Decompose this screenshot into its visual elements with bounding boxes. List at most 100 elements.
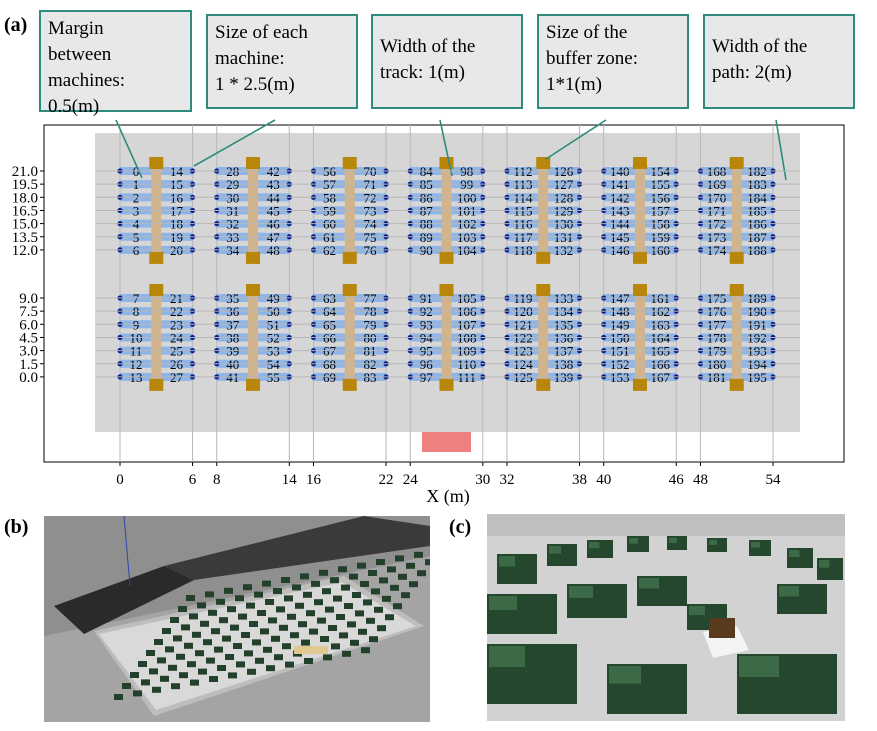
machine-3d: [320, 636, 329, 642]
machine-3d: [393, 603, 402, 610]
machine-3d: [228, 672, 237, 679]
callout-leader-line: [193, 119, 276, 167]
panel-label-a: (a): [4, 14, 28, 36]
callout-text: 1*1(m): [546, 74, 602, 95]
machine-3d: [138, 661, 147, 667]
machine-3d: [208, 609, 217, 616]
machine-3d: [255, 657, 264, 664]
machine-3d: [325, 606, 334, 613]
y-tick-label: 0.0: [19, 370, 38, 386]
buffer-zone: [439, 378, 454, 391]
buffer-zone: [149, 157, 164, 169]
callout-text: Size of each: [215, 22, 308, 43]
buffer-zone: [536, 157, 551, 169]
machine-3d: [198, 668, 207, 675]
callout-track-width: Width of the track: 1(m): [371, 14, 523, 109]
machine-id-label: 32: [226, 217, 239, 232]
machine-3d: [306, 610, 315, 617]
callout-text: track: 1(m): [380, 62, 465, 83]
machine-3d: [319, 569, 328, 576]
machine-3d: [219, 617, 228, 624]
buffer-zone: [632, 251, 647, 264]
machine-3d: [349, 573, 358, 580]
charging-area: [422, 432, 471, 452]
machine-3d-top: [669, 538, 677, 543]
machine-3d: [330, 577, 339, 584]
machine-3d: [285, 661, 294, 668]
machine-3d: [358, 628, 367, 635]
machine-3d: [224, 587, 233, 594]
machine-3d: [390, 584, 399, 591]
machine-3d: [236, 661, 245, 668]
buffer-zone: [246, 284, 261, 296]
buffer-zone: [536, 284, 551, 296]
machine-3d: [271, 635, 280, 642]
machine-3d: [409, 581, 418, 588]
machine-id-label: 186: [747, 217, 767, 232]
machine-3d: [279, 624, 288, 631]
x-tick-label: 8: [213, 472, 221, 488]
machine-3d: [249, 621, 258, 627]
machine-3d: [227, 606, 236, 613]
machine-3d-top: [609, 666, 641, 684]
y-tick-label: 3.0: [19, 344, 38, 360]
machine-3d-top: [751, 542, 760, 548]
machine-3d-top: [489, 646, 525, 667]
machine-3d: [417, 570, 426, 577]
machine-id-label: 46: [267, 217, 281, 232]
machine-id-label: 122: [513, 330, 533, 345]
machine-3d: [303, 591, 312, 598]
machine-3d: [157, 657, 166, 664]
buffer-zone: [729, 284, 744, 296]
machine-3d: [152, 686, 161, 693]
buffer-zone: [729, 251, 744, 264]
machine-3d: [382, 595, 391, 602]
machine-3d: [376, 559, 385, 565]
callout-text: machine:: [215, 48, 285, 69]
buffer-zone: [342, 157, 357, 169]
machine-3d: [181, 624, 190, 631]
machine-id-label: 4: [133, 217, 140, 232]
y-tick-label: 16.5: [12, 203, 38, 219]
machine-3d-top: [689, 606, 705, 616]
x-tick-label: 46: [669, 472, 685, 488]
machine-3d: [290, 632, 299, 639]
machine-3d: [133, 690, 142, 697]
x-tick-label: 40: [596, 472, 611, 488]
machine-3d: [170, 617, 179, 623]
machine-3d: [176, 653, 185, 660]
buffer-zone: [729, 157, 744, 169]
x-axis-label: X (m): [426, 486, 470, 507]
machine-3d: [274, 654, 283, 661]
buffer-zone: [536, 251, 551, 264]
machine-3d: [160, 675, 169, 682]
x-tick-label: 48: [693, 472, 708, 488]
machine-3d: [268, 617, 277, 624]
machine-3d: [338, 566, 347, 573]
y-tick-label: 19.5: [12, 177, 38, 193]
machine-3d: [357, 562, 366, 569]
machine-id-label: 74: [364, 217, 378, 232]
machine-3d: [333, 595, 342, 602]
machine-3d: [355, 610, 364, 617]
machine-3d: [214, 646, 223, 653]
machine-3d: [165, 646, 174, 653]
machine-3d-top: [549, 546, 561, 554]
machine-3d: [387, 566, 396, 573]
machine-3d: [298, 621, 307, 628]
machine-3d: [309, 628, 318, 635]
panel-label-b: (b): [4, 516, 29, 538]
machine-3d: [206, 657, 215, 664]
machine-3d: [254, 591, 263, 598]
machine-id-label: 24: [170, 330, 184, 345]
callout-text: Width of the: [712, 36, 808, 57]
machine-3d-top: [569, 586, 593, 598]
machine-3d: [173, 635, 182, 642]
machine-3d-top: [709, 540, 717, 545]
machine-3d: [284, 595, 293, 602]
x-tick-label: 14: [282, 472, 298, 488]
machine-3d: [243, 584, 252, 591]
machine-3d: [179, 672, 188, 679]
machine-3d: [281, 577, 290, 583]
x-tick-label: 30: [475, 472, 490, 488]
